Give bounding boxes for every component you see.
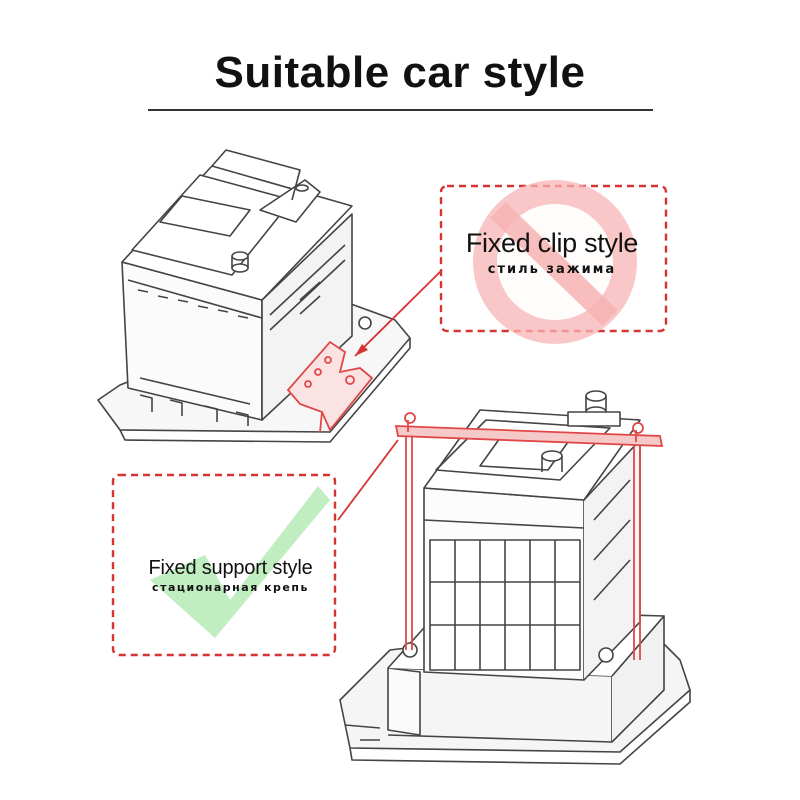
battery-clip-style-drawing [97,149,411,443]
support-style-callout [111,473,337,657]
clip-style-sublabel: стиль зажима [487,262,617,277]
title-underline [148,109,653,111]
support-style-label: Fixed support style [148,557,313,579]
battery-support-style-drawing [339,390,691,765]
support-bar-highlight [394,412,664,660]
page-title: Suitable car style [214,48,586,97]
clip-highlight [286,340,374,433]
clip-style-label: Fixed clip style [465,228,639,258]
clip-arrowhead-icon [355,344,368,356]
checkmark-icon [150,486,330,638]
support-connector-line [337,439,399,521]
support-style-sublabel: стационарная крепь [152,581,309,594]
prohibited-icon [473,180,637,344]
clip-connector-line [354,269,443,357]
